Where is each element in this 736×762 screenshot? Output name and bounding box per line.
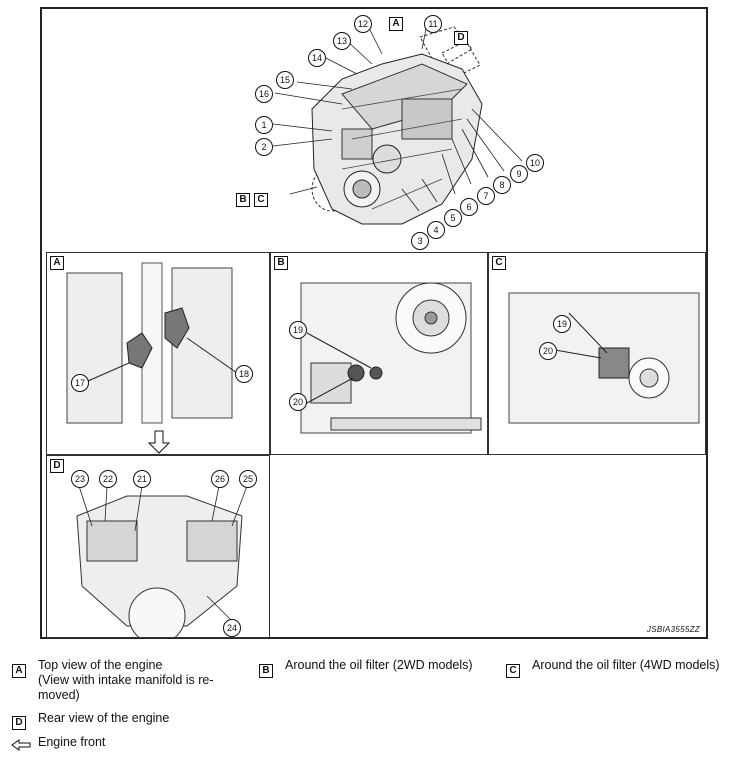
callout-7: 7 bbox=[477, 187, 495, 205]
callout-26: 26 bbox=[211, 470, 229, 488]
callout-24: 24 bbox=[223, 619, 241, 637]
main-engine-view: A D B C 1 2 3 4 5 6 7 8 9 10 11 12 13 14… bbox=[42, 9, 706, 250]
callout-5: 5 bbox=[444, 209, 462, 227]
legend-key-a: A bbox=[12, 664, 26, 678]
callout-20: 20 bbox=[289, 393, 307, 411]
panel-a-label: A bbox=[50, 256, 64, 270]
callout-16: 16 bbox=[255, 85, 273, 103]
callout-9: 9 bbox=[510, 165, 528, 183]
callout-14: 14 bbox=[308, 49, 326, 67]
panel-a: A 17 18 bbox=[46, 252, 270, 455]
view-b-marker: B bbox=[236, 193, 250, 207]
panel-c-drawing bbox=[508, 292, 700, 424]
callout-20c: 20 bbox=[539, 342, 557, 360]
panel-a-drawing bbox=[66, 262, 238, 454]
legend-key-c: C bbox=[506, 664, 520, 678]
panel-d-drawing bbox=[76, 485, 248, 637]
callout-3: 3 bbox=[411, 232, 429, 250]
callout-12: 12 bbox=[354, 15, 372, 33]
legend-text-a-line-3: moved) bbox=[38, 688, 80, 702]
legend-text-b: Around the oil filter (2WD models) bbox=[285, 658, 473, 672]
callout-8: 8 bbox=[493, 176, 511, 194]
callout-10: 10 bbox=[526, 154, 544, 172]
legend-text-a-line-1: Top view of the engine bbox=[38, 658, 163, 672]
legend-key-d: D bbox=[12, 716, 26, 730]
callout-17: 17 bbox=[71, 374, 89, 392]
figure-code: JSBIA3555ZZ bbox=[646, 625, 700, 634]
panel-c: C 19 20 bbox=[488, 252, 706, 455]
callout-25: 25 bbox=[239, 470, 257, 488]
view-d-marker: D bbox=[454, 31, 468, 45]
engine-drawing bbox=[272, 23, 523, 225]
callout-15: 15 bbox=[276, 71, 294, 89]
callout-19: 19 bbox=[289, 321, 307, 339]
legend-text-d: Rear view of the engine bbox=[38, 711, 170, 725]
panel-d-label: D bbox=[50, 459, 64, 473]
view-a-marker: A bbox=[389, 17, 403, 31]
callout-4: 4 bbox=[427, 221, 445, 239]
legend-text-a: Top view of the engine (View with intake… bbox=[38, 658, 248, 703]
panel-b-drawing bbox=[300, 282, 482, 434]
panel-b: B 19 20 bbox=[270, 252, 488, 455]
callout-21: 21 bbox=[133, 470, 151, 488]
panel-c-label: C bbox=[492, 256, 506, 270]
callout-11: 11 bbox=[424, 15, 442, 33]
callout-2: 2 bbox=[255, 138, 273, 156]
legend-text-a-line-2: (View with intake manifold is re- bbox=[38, 673, 214, 687]
arrow-left-icon bbox=[11, 739, 31, 751]
panel-d: D 23 22 21 26 25 24 bbox=[46, 455, 270, 638]
engine-diagram: A D B C 1 2 3 4 5 6 7 8 9 10 11 12 13 14… bbox=[40, 7, 708, 639]
callout-23: 23 bbox=[71, 470, 89, 488]
legend-key-b: B bbox=[259, 664, 273, 678]
callout-6: 6 bbox=[460, 198, 478, 216]
callout-13: 13 bbox=[333, 32, 351, 50]
callout-18: 18 bbox=[235, 365, 253, 383]
legend-text-engine-front: Engine front bbox=[38, 735, 106, 749]
view-c-marker: C bbox=[254, 193, 268, 207]
legend-text-c: Around the oil filter (4WD models) bbox=[532, 658, 720, 672]
callout-1: 1 bbox=[255, 116, 273, 134]
callout-19c: 19 bbox=[553, 315, 571, 333]
panel-b-label: B bbox=[274, 256, 288, 270]
callout-22: 22 bbox=[99, 470, 117, 488]
